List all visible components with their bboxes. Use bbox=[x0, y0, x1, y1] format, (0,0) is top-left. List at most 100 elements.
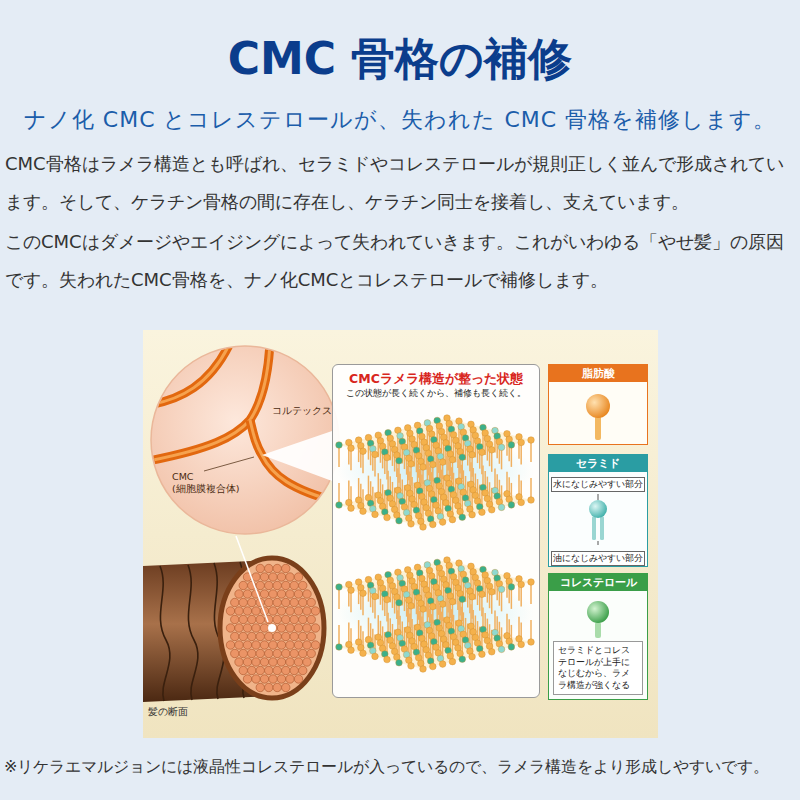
cross-section-label: 髪の断面 bbox=[148, 706, 238, 718]
hair-cell bbox=[265, 564, 273, 572]
title: CMC 骨格の補修 bbox=[0, 33, 800, 85]
lipid-head bbox=[408, 521, 415, 528]
ceramide-illustration bbox=[549, 492, 647, 546]
hair-cell bbox=[260, 624, 268, 632]
hair-cell bbox=[307, 649, 315, 657]
lipid-head bbox=[372, 593, 379, 600]
hair-cell bbox=[307, 632, 315, 640]
lipid-head bbox=[408, 461, 415, 468]
hair-cell bbox=[303, 590, 311, 598]
hair-cell bbox=[256, 683, 264, 691]
hair-cell bbox=[231, 615, 239, 623]
hair-cell bbox=[239, 615, 247, 623]
hair-cell bbox=[277, 658, 285, 666]
lipid-head bbox=[384, 514, 391, 521]
fatty-acid-tail bbox=[595, 416, 601, 440]
hair-cell bbox=[256, 581, 264, 589]
hair-cell bbox=[294, 658, 302, 666]
lipid-head bbox=[396, 599, 403, 606]
hair-cell bbox=[248, 649, 256, 657]
lipid-head bbox=[479, 449, 486, 456]
hair-cell bbox=[256, 632, 264, 640]
hair-cell bbox=[277, 573, 285, 581]
hair-cell bbox=[303, 624, 311, 632]
lipid-head bbox=[336, 644, 343, 651]
hair-cell bbox=[252, 658, 260, 666]
body-paragraph: CMC骨格はラメラ構造とも呼ばれ、セラミドやコレステロールが規則正しく並んで形成… bbox=[5, 145, 797, 221]
cholesterol-box: コレステロールセラミドとコレステロールが上手になじむから、ラメラ構造が強くなる bbox=[548, 573, 648, 700]
cmc-line-highlight bbox=[250, 420, 342, 503]
caption: ※リケラエマルジョンには液晶性コレステロールが入っているので、ラメラ構造をより形… bbox=[4, 756, 796, 778]
lipid-head bbox=[439, 519, 446, 526]
hair-cell bbox=[248, 632, 256, 640]
hair-cell bbox=[286, 590, 294, 598]
lipid-head bbox=[348, 445, 355, 452]
hair-cell bbox=[269, 624, 277, 632]
hair-cell bbox=[286, 607, 294, 615]
hair-cell bbox=[239, 649, 247, 657]
lipid-head bbox=[396, 457, 403, 464]
hair-cells bbox=[226, 564, 319, 691]
leader-line bbox=[204, 457, 254, 471]
lipid-head bbox=[430, 603, 437, 610]
lipid-head bbox=[336, 584, 343, 591]
lipid-head bbox=[336, 442, 343, 449]
lipid-head bbox=[372, 653, 379, 660]
hair-cell bbox=[311, 641, 319, 649]
hair-cell bbox=[277, 641, 285, 649]
leader-line bbox=[598, 541, 599, 545]
lipid-head bbox=[348, 647, 355, 654]
leader-line bbox=[598, 494, 599, 500]
hair-cell bbox=[256, 615, 264, 623]
hair-cell bbox=[273, 581, 281, 589]
hair-cell bbox=[299, 598, 307, 606]
box-text: 水になじみやすい部分 bbox=[551, 477, 645, 492]
hair-cell bbox=[299, 632, 307, 640]
hair-cell bbox=[273, 666, 281, 674]
hair-cell bbox=[265, 598, 273, 606]
lipid-head bbox=[479, 651, 486, 658]
hair-cell bbox=[282, 564, 290, 572]
lipid-head bbox=[439, 601, 446, 608]
cuticle-line bbox=[188, 565, 198, 700]
hair-cell bbox=[231, 649, 239, 657]
hair-cell bbox=[256, 666, 264, 674]
hair-cell bbox=[239, 666, 247, 674]
hair-cell bbox=[294, 573, 302, 581]
hair-cell bbox=[252, 624, 260, 632]
lamella-panel: CMCラメラ構造が整った状態この状態が長く続くから、補修も長く続く。 bbox=[332, 364, 540, 698]
hair-core bbox=[268, 624, 276, 632]
hair-cell bbox=[290, 632, 298, 640]
lipid-head bbox=[420, 666, 427, 673]
hair-cell bbox=[282, 615, 290, 623]
hair-cell bbox=[239, 632, 247, 640]
lipid-head bbox=[518, 439, 525, 446]
lipid-head bbox=[449, 516, 456, 523]
hair-cell bbox=[303, 658, 311, 666]
lipid-head bbox=[488, 507, 495, 514]
hair-cell bbox=[294, 590, 302, 598]
box-heading: セラミド bbox=[549, 455, 647, 472]
lipid-head bbox=[430, 461, 437, 468]
hair-cell bbox=[311, 607, 319, 615]
hair-cell bbox=[282, 683, 290, 691]
hair-cell bbox=[252, 675, 260, 683]
hair-cell bbox=[307, 615, 315, 623]
illustration-panel bbox=[143, 330, 658, 738]
hair-cell bbox=[243, 607, 251, 615]
lipid-head bbox=[528, 639, 535, 646]
lipid-head bbox=[430, 521, 437, 528]
fatty-illustration bbox=[549, 382, 647, 444]
box-text: この状態が長く続くから、補修も長く続く。 bbox=[333, 387, 539, 399]
box-text: セラミドとコレステロールが上手になじむから、ラメラ構造が強くなる bbox=[553, 641, 643, 695]
hair-cell bbox=[231, 598, 239, 606]
cmc-line-highlight bbox=[148, 343, 230, 405]
hair-cell bbox=[226, 641, 234, 649]
lipid-head bbox=[420, 606, 427, 613]
lipid-head bbox=[348, 505, 355, 512]
lipid-head bbox=[420, 464, 427, 471]
callout-wedge bbox=[262, 431, 332, 481]
lipid-head bbox=[498, 444, 505, 451]
lipid-head bbox=[488, 447, 495, 454]
